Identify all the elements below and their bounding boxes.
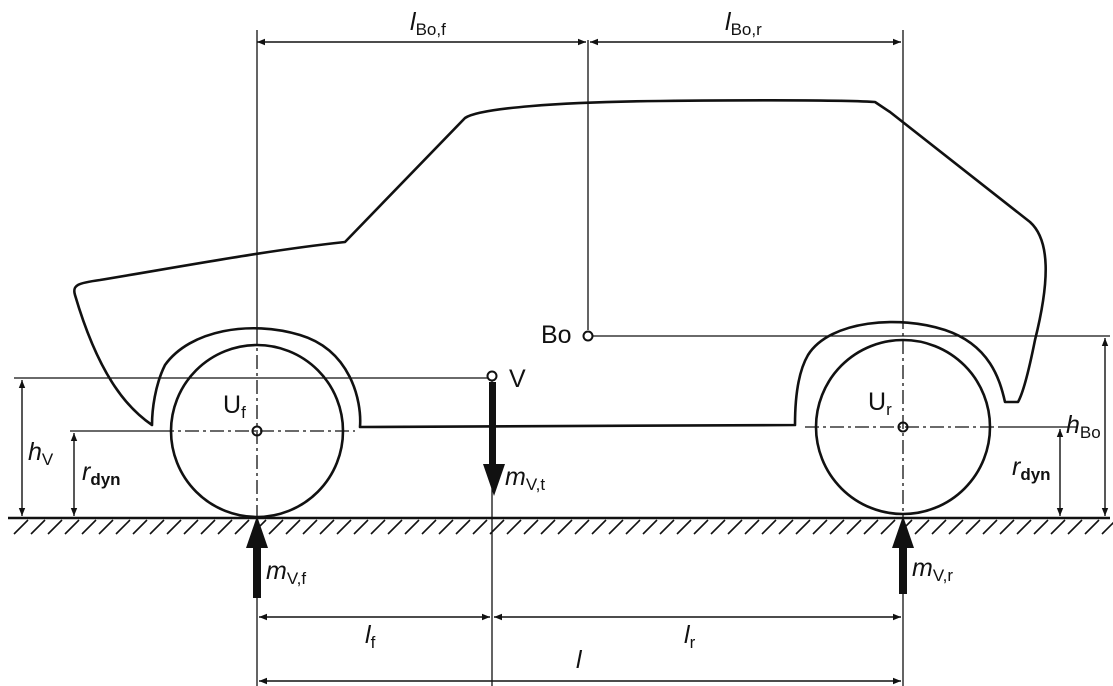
ground-hatch [30,519,46,535]
ground-hatch [115,519,131,535]
ground-hatch [217,519,233,535]
ground-hatch [1033,519,1049,535]
ground-hatch [863,519,879,535]
label-m-v-r: mV,r [912,554,953,585]
axle-centerlines [160,315,1000,518]
ground-hatch [574,519,590,535]
ground-hatch [47,519,63,535]
ground-hatch [302,519,318,535]
ground-hatch [64,519,80,535]
ground-hatch [421,519,437,535]
label-r-dyn-rear: rdyn [1012,453,1051,484]
label-l-bo-f: lBo,f [410,8,446,39]
ground-hatch [812,519,828,535]
ground-hatch [523,519,539,535]
dimension-lf-lr-l [259,613,901,685]
label-m-v-t: mV,t [505,463,545,494]
ground-hatch [795,519,811,535]
ground-hatch [98,519,114,535]
ground-hatch [149,519,165,535]
ground-hatch [931,519,947,535]
label-h-bo: hBo [1066,411,1101,442]
ground [8,516,1113,535]
ground-hatch [183,519,199,535]
ground-hatch [455,519,471,535]
ground-hatch [829,519,845,535]
ground-hatch [234,519,250,535]
ground-hatch [387,519,403,535]
ground-hatch [166,519,182,535]
label-l-r: lr [684,621,696,652]
label-bo: Bo [541,321,572,349]
ground-hatch [285,519,301,535]
ground-hatch [727,519,743,535]
ground-hatch [1016,519,1032,535]
ground-hatch [744,519,760,535]
label-v: V [509,365,526,393]
label-l: l [576,646,583,674]
ground-hatch [914,519,930,535]
ground-hatch [370,519,386,535]
dimension-h-v-r-dyn [18,338,1109,516]
ground-hatch [438,519,454,535]
ground-hatch [659,519,675,535]
ground-hatch [540,519,556,535]
ground-hatch [268,519,284,535]
ground-hatch [319,519,335,535]
label-l-bo-r: lBo,r [725,8,762,39]
ground-hatch [132,519,148,535]
ground-hatch [472,519,488,535]
ground-hatch [778,519,794,535]
ground-hatch [591,519,607,535]
ground-hatch [880,519,896,535]
ground-hatch [81,519,97,535]
force-arrows [246,382,914,598]
ground-hatch [200,519,216,535]
label-u-r: Ur [868,388,892,419]
body-cg-point [582,330,594,342]
ground-hatch [1084,519,1100,535]
ground-hatch [710,519,726,535]
ground-hatch [557,519,573,535]
ground-hatch [965,519,981,535]
car-body-outline [73,99,1047,429]
ground-hatch [999,519,1015,535]
ground-hatch [761,519,777,535]
ground-hatch [1050,519,1066,535]
ground-hatch [693,519,709,535]
labels: lBo,f lBo,r Bo V Uf Ur hV rdyn rdyn hBo … [28,8,1101,674]
ground-hatch [676,519,692,535]
ground-hatch [625,519,641,535]
ground-hatch [846,519,862,535]
vehicle-cg-point [486,370,498,382]
ground-hatch [642,519,658,535]
ground-hatch [982,519,998,535]
ground-hatch [404,519,420,535]
ground-hatch [1101,521,1113,535]
ground-hatch [608,519,624,535]
ground-hatch [13,519,29,535]
label-h-v: hV [28,438,54,469]
ground-hatch [336,519,352,535]
ground-hatch [506,519,522,535]
ground-hatch [353,519,369,535]
label-u-f: Uf [223,391,246,422]
ground-hatch [948,519,964,535]
label-l-f: lf [365,621,376,652]
label-r-dyn-front: rdyn [82,458,121,489]
ground-hatch [1067,519,1083,535]
label-m-v-f: mV,f [266,557,306,588]
